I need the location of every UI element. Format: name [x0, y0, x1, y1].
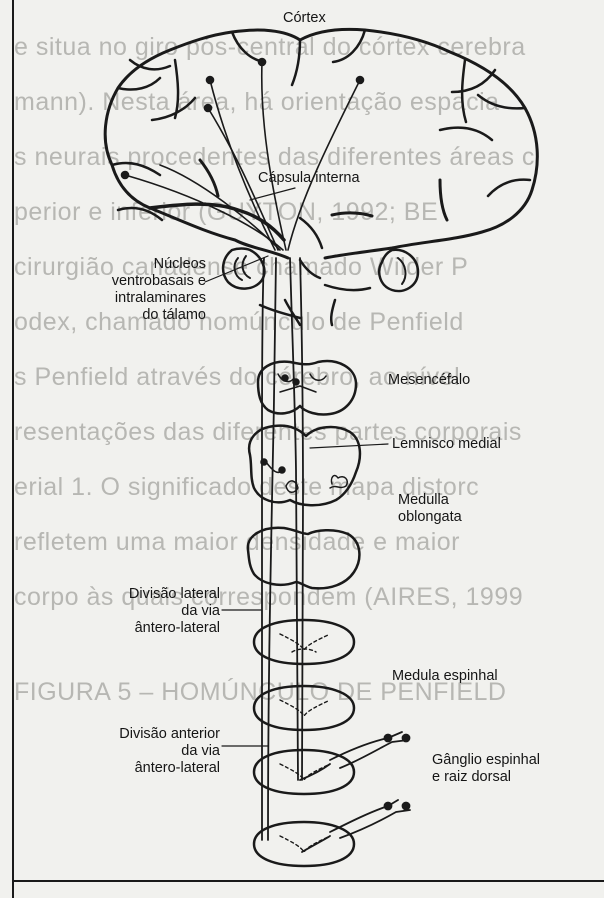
medulla-oblongata-section	[249, 426, 360, 506]
thalamus-left-inner	[235, 256, 250, 280]
thalamus-right	[379, 250, 418, 291]
mesencephalon-section	[258, 361, 356, 414]
label-divisao-anterior: Divisão anterior da via ântero-lateral	[88, 726, 220, 777]
gyri-right	[440, 60, 530, 196]
label-medula-espinhal: Medula espinhal	[392, 668, 498, 685]
thalamus-right-inner	[398, 258, 405, 284]
gyri-left	[112, 60, 195, 220]
cortex-outline	[105, 29, 537, 258]
brainstem-neck	[260, 300, 335, 325]
ventricle-right	[440, 180, 447, 220]
corpus-right	[332, 213, 372, 216]
label-mesencefalo: Mesencéfalo	[388, 372, 470, 389]
tract-medial	[290, 258, 298, 780]
thalamocortical-fibers	[122, 59, 364, 251]
leader-capsula	[250, 188, 295, 200]
brainstem-upper	[300, 218, 370, 290]
label-cortex: Córtex	[283, 10, 326, 27]
label-medulla-oblongata: Medulla oblongata	[398, 492, 462, 526]
label-lemnisco-medial: Lemnisco medial	[392, 436, 501, 453]
spinal-section-4	[254, 822, 354, 866]
label-nucleos-talamo: Núcleos ventrobasais e intralaminares do…	[96, 256, 206, 324]
label-capsula-interna: Cápsula interna	[258, 170, 360, 187]
tract-center	[300, 258, 303, 780]
leader-lemnisco	[310, 444, 388, 448]
label-divisao-lateral: Divisão lateral da via ântero-lateral	[96, 586, 220, 637]
tract-lateral	[262, 258, 264, 840]
label-ganglio-espinhal: Gânglio espinhal e raiz dorsal	[432, 752, 540, 786]
